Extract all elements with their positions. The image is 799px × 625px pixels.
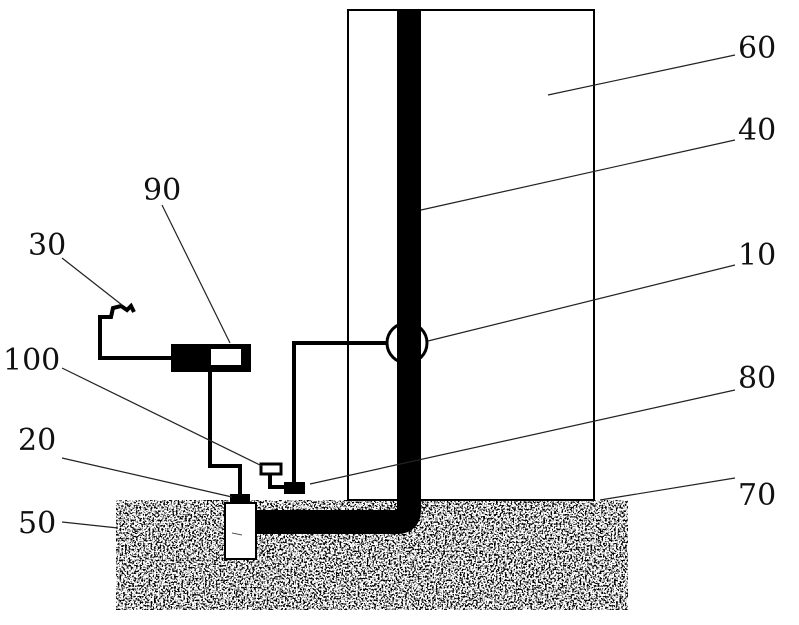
valve-cap xyxy=(230,494,250,502)
label-100: 100 xyxy=(3,343,60,378)
pipe xyxy=(256,10,421,534)
leader-20 xyxy=(61,457,233,498)
leader-100 xyxy=(61,367,263,467)
label-40: 40 xyxy=(738,113,776,148)
leader-80 xyxy=(309,389,736,485)
controller-box xyxy=(284,482,305,494)
label-70: 70 xyxy=(738,478,776,513)
label-10: 10 xyxy=(738,238,776,273)
label-50: 50 xyxy=(18,506,56,541)
label-80: 80 xyxy=(738,361,776,396)
building-outline xyxy=(347,9,595,501)
leader-30 xyxy=(61,257,123,306)
wire-controller-ring xyxy=(292,341,387,482)
leader-70 xyxy=(599,477,736,501)
label-30: 30 xyxy=(28,228,66,263)
wire-device-valve xyxy=(208,372,242,495)
leader-60 xyxy=(547,54,736,96)
sensor-ring xyxy=(385,321,429,365)
valve-cylinder xyxy=(224,502,257,560)
wire-device-outlet xyxy=(98,302,171,360)
label-90: 90 xyxy=(143,173,181,208)
leader-40 xyxy=(420,139,736,211)
leader-10 xyxy=(427,264,736,342)
leader-50 xyxy=(61,521,119,529)
device-window xyxy=(211,349,241,365)
sensor-box xyxy=(259,462,283,476)
label-20: 20 xyxy=(18,423,56,458)
label-60: 60 xyxy=(738,31,776,66)
valve-inner-line xyxy=(231,532,243,536)
wire-sensor-controller xyxy=(268,474,285,489)
leader-90 xyxy=(161,204,231,344)
